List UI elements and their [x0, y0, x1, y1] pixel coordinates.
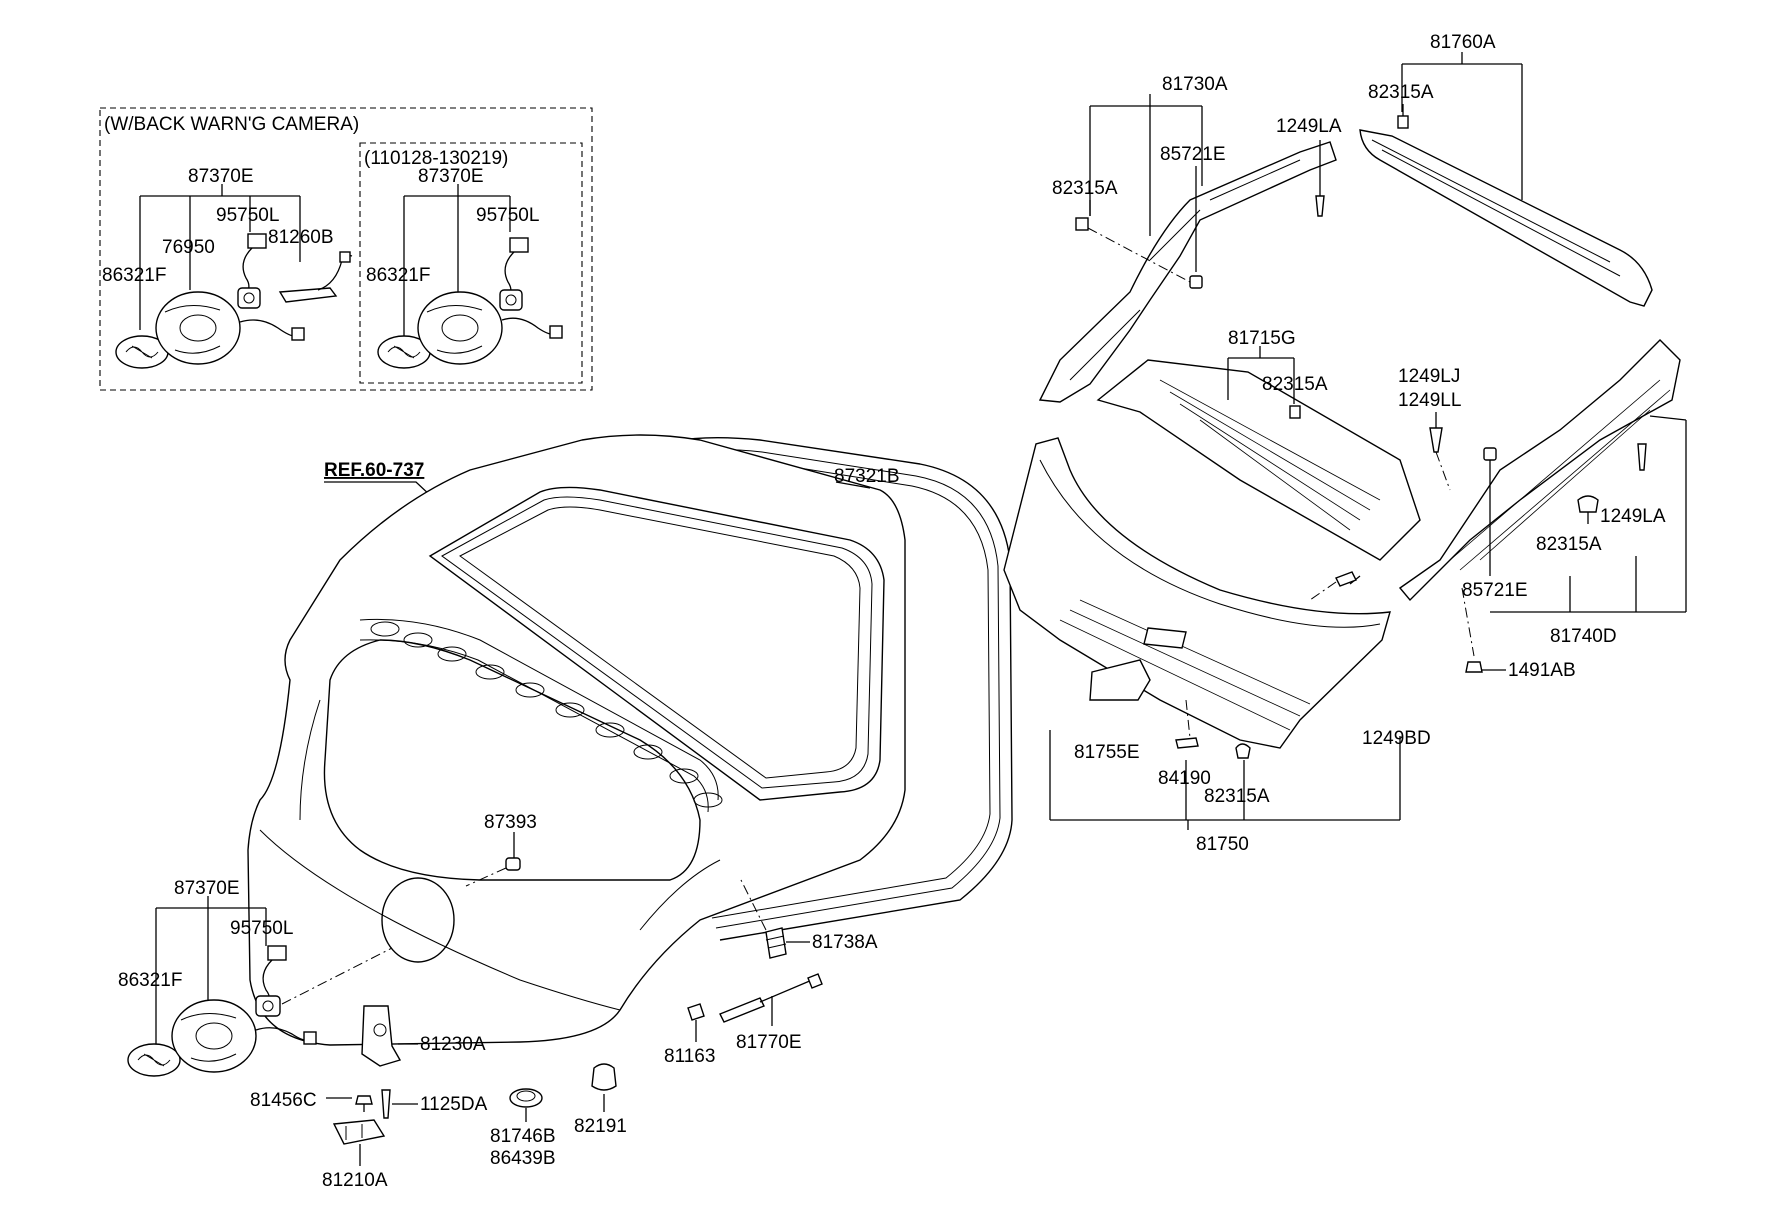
trim-81760A: 81760A 82315A: [1359, 32, 1653, 307]
bumper-81738A: 81738A: [739, 877, 878, 959]
label-81746B: 81746B: [490, 1126, 556, 1147]
label-82315A-d: 82315A: [1536, 534, 1602, 555]
label-1249LJ: 1249LJ: [1398, 366, 1460, 387]
label-82315A-a: 82315A: [1368, 82, 1434, 103]
label-81456C: 81456C: [250, 1090, 317, 1111]
label-1249LA-b: 1249LA: [1600, 506, 1666, 527]
label-81760A: 81760A: [1430, 32, 1496, 53]
label-87370E-a: 87370E: [188, 166, 254, 187]
cover-81755E: [1089, 659, 1151, 701]
label-95750L-b: 95750L: [476, 205, 539, 226]
label-82191: 82191: [574, 1116, 627, 1137]
label-82315A-c: 82315A: [1262, 374, 1328, 395]
handle-recess: [1143, 627, 1187, 649]
camera-housing-b: [417, 291, 563, 365]
label-1125DA: 1125DA: [420, 1094, 488, 1115]
camera-option-box: (W/BACK WARN'G CAMERA) (110128-130219) 8…: [99, 107, 593, 391]
label-85721E-a: 85721E: [1160, 144, 1226, 165]
label-95750L-c: 95750L: [230, 918, 293, 939]
label-81715G: 81715G: [1228, 328, 1296, 349]
label-81260B: 81260B: [268, 227, 334, 248]
label-1249LA-a: 1249LA: [1276, 116, 1342, 137]
inner-dashed-box: [359, 142, 583, 384]
bracket-81260B: [278, 251, 353, 303]
label-87370E-c: 87370E: [174, 878, 240, 899]
label-86321F-a: 86321F: [102, 265, 166, 286]
label-95750L-a: 95750L: [216, 205, 279, 226]
camera-module-b: [499, 237, 529, 311]
panel-holes: [370, 621, 723, 808]
label-85721E-b: 85721E: [1462, 580, 1528, 601]
label-81740D: 81740D: [1550, 626, 1617, 647]
trim-81715G: 81715G 82315A: [1096, 328, 1421, 561]
label-87370E-b: 87370E: [418, 166, 484, 187]
latch-assembly: 81230A 81456C 1125DA 81210A: [250, 1005, 488, 1191]
label-81163: 81163: [664, 1046, 715, 1067]
label-82315A-b: 82315A: [1052, 178, 1118, 199]
camera-housing-a: [155, 291, 305, 365]
label-81770E: 81770E: [736, 1032, 802, 1053]
label-1491AB: 1491AB: [1508, 660, 1576, 681]
plug-81746B: 81746B 86439B: [490, 1088, 556, 1169]
label-81210A: 81210A: [322, 1170, 388, 1191]
stud-81163: 81163: [664, 1003, 715, 1067]
camera-assembly-bottom: 87370E 95750L 86321F: [118, 878, 393, 1077]
clip-84190: [1175, 737, 1199, 749]
label-1249LL: 1249LL: [1398, 390, 1461, 411]
gas-lifter-81770E: 81770E: [719, 973, 823, 1053]
label-86439B: 86439B: [490, 1148, 556, 1169]
camera-module-c: [255, 945, 287, 1017]
outer-dashed-box: [99, 107, 593, 391]
label-76950: 76950: [162, 237, 215, 258]
box-outer-title: (W/BACK WARN'G CAMERA): [104, 114, 359, 135]
label-81730A: 81730A: [1162, 74, 1228, 95]
trim-81750: 81755E 84190 82315A 1249BD 81750: [1003, 437, 1431, 855]
label-84190: 84190: [1158, 768, 1211, 789]
label-87321B: 87321B: [834, 466, 900, 487]
label-87393: 87393: [484, 812, 537, 833]
tailgate-panel: 87321B: [247, 434, 1013, 1046]
label-81755E: 81755E: [1074, 742, 1140, 763]
trim-81740D: 1249LJ 1249LL 1249LA 82315A 85721E 81740…: [1398, 339, 1687, 681]
label-82315A-e: 82315A: [1204, 786, 1270, 807]
label-86321F-c: 86321F: [118, 970, 182, 991]
label-81750: 81750: [1196, 834, 1249, 855]
label-ref: REF.60-737: [324, 460, 424, 481]
label-81230A: 81230A: [420, 1034, 486, 1055]
emblem-hole: [381, 877, 455, 963]
trim-81730A: 81730A 1249LA 85721E 82315A: [1038, 74, 1342, 403]
box-inner-title: (110128-130219): [364, 148, 508, 169]
grommet-87393: 87393: [465, 812, 537, 887]
camera-module-a: [237, 233, 267, 309]
label-81738A: 81738A: [812, 932, 878, 953]
label-1249BD: 1249BD: [1362, 728, 1431, 749]
bumper-82191: 82191: [574, 1063, 627, 1137]
camera-housing-c: [171, 999, 317, 1073]
emblem-c: [127, 1043, 181, 1077]
label-86321F-b: 86321F: [366, 265, 430, 286]
